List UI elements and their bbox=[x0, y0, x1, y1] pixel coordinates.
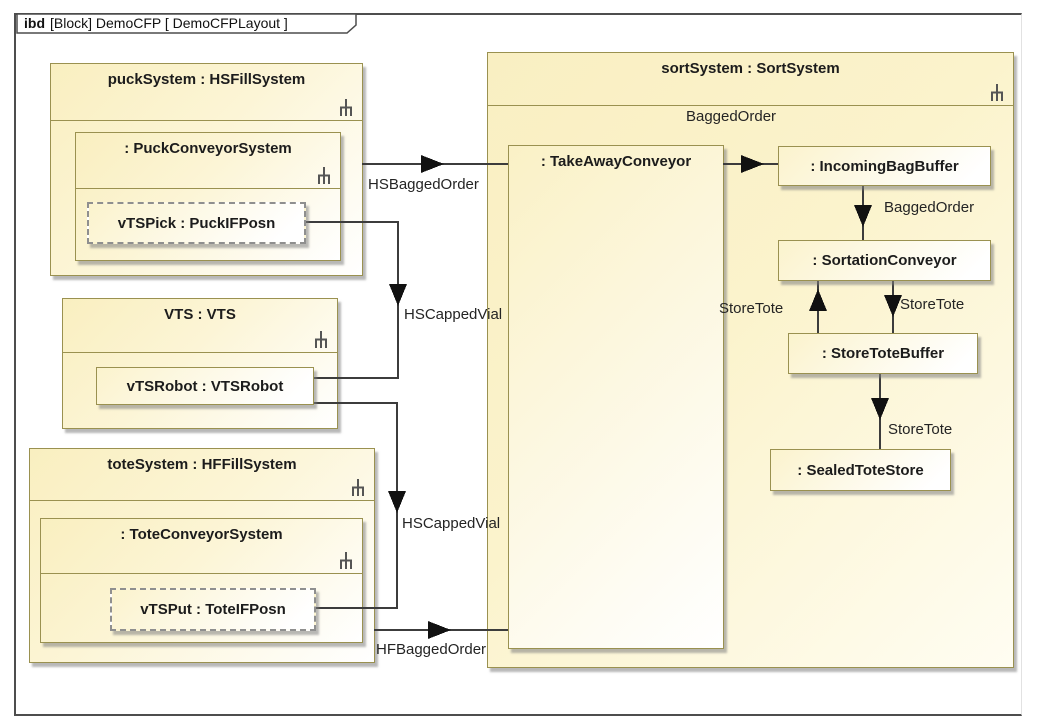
frame-tab bbox=[16, 13, 357, 34]
part-label: : TakeAwayConveyor bbox=[540, 153, 692, 170]
block-title: toteSystem : HFFillSystem bbox=[107, 456, 297, 473]
part-label: vTSPut : ToteIFPosn bbox=[140, 601, 286, 618]
structure-rake-icon bbox=[318, 167, 330, 184]
part-label: : SealedToteStore bbox=[797, 461, 924, 479]
diagram-frame bbox=[14, 13, 1022, 716]
block-vts[interactable]: VTS : VTS bbox=[62, 298, 338, 429]
connector-label-storetote-store[interactable]: StoreTote bbox=[888, 421, 953, 438]
part-label: : IncomingBagBuffer bbox=[810, 157, 959, 175]
block-title: : ToteConveyorSystem bbox=[120, 526, 283, 543]
connector-label-hfbaggedorder[interactable]: HFBaggedOrder bbox=[376, 641, 487, 658]
connector-label-hscappedvial2[interactable]: HSCappedVial bbox=[402, 515, 501, 532]
block-tote-system-header: toteSystem : HFFillSystem bbox=[30, 449, 374, 501]
connector-label-baggedorder-mid[interactable]: BaggedOrder bbox=[884, 199, 975, 216]
block-title: : PuckConveyorSystem bbox=[124, 140, 292, 157]
connector-label-storetote-up[interactable]: StoreTote bbox=[719, 300, 784, 317]
part-sortation-conveyor[interactable]: : SortationConveyor bbox=[778, 240, 991, 281]
connector-label-baggedorder-top[interactable]: BaggedOrder bbox=[685, 108, 777, 125]
block-tote-conveyor-header: : ToteConveyorSystem bbox=[41, 519, 362, 574]
part-store-tote-buffer[interactable]: : StoreToteBuffer bbox=[788, 333, 978, 374]
block-title: VTS : VTS bbox=[164, 306, 236, 323]
block-title: puckSystem : HSFillSystem bbox=[107, 71, 306, 88]
part-sealed-tote-store[interactable]: : SealedToteStore bbox=[770, 449, 951, 491]
part-vts-robot[interactable]: vTSRobot : VTSRobot bbox=[96, 367, 314, 405]
block-sort-system-header: sortSystem : SortSystem bbox=[488, 53, 1013, 106]
block-puck-system-header: puckSystem : HSFillSystem bbox=[51, 64, 362, 121]
structure-rake-icon bbox=[991, 84, 1003, 101]
part-take-away-conveyor[interactable]: : TakeAwayConveyor bbox=[508, 145, 724, 649]
connector-label-hsbaggedorder[interactable]: HSBaggedOrder bbox=[368, 176, 479, 193]
block-vts-header: VTS : VTS bbox=[63, 299, 337, 353]
frame-tab-context: [Block] DemoCFP [ DemoCFPLayout ] bbox=[50, 15, 288, 31]
part-vts-put[interactable]: vTSPut : ToteIFPosn bbox=[110, 588, 316, 631]
structure-rake-icon bbox=[352, 479, 364, 496]
part-incoming-bag-buffer[interactable]: : IncomingBagBuffer bbox=[778, 146, 991, 186]
connector-label-hscappedvial1[interactable]: HSCappedVial bbox=[404, 306, 503, 323]
connector-label-storetote-down[interactable]: StoreTote bbox=[900, 296, 965, 313]
part-label: : StoreToteBuffer bbox=[821, 345, 945, 362]
block-puck-conveyor-header: : PuckConveyorSystem bbox=[76, 133, 340, 189]
part-label: : SortationConveyor bbox=[812, 252, 957, 269]
part-vts-pick[interactable]: vTSPick : PuckIFPosn bbox=[87, 202, 306, 244]
block-title: sortSystem : SortSystem bbox=[661, 60, 840, 77]
part-label: vTSPick : PuckIFPosn bbox=[117, 214, 276, 232]
structure-rake-icon bbox=[340, 552, 352, 569]
structure-rake-icon bbox=[340, 99, 352, 116]
frame-tab-keyword: ibd bbox=[24, 15, 45, 31]
part-label: vTSRobot : VTSRobot bbox=[126, 377, 284, 395]
frame-tab-text: ibd [Block] DemoCFP [ DemoCFPLayout ] bbox=[24, 15, 288, 31]
structure-rake-icon bbox=[315, 331, 327, 348]
